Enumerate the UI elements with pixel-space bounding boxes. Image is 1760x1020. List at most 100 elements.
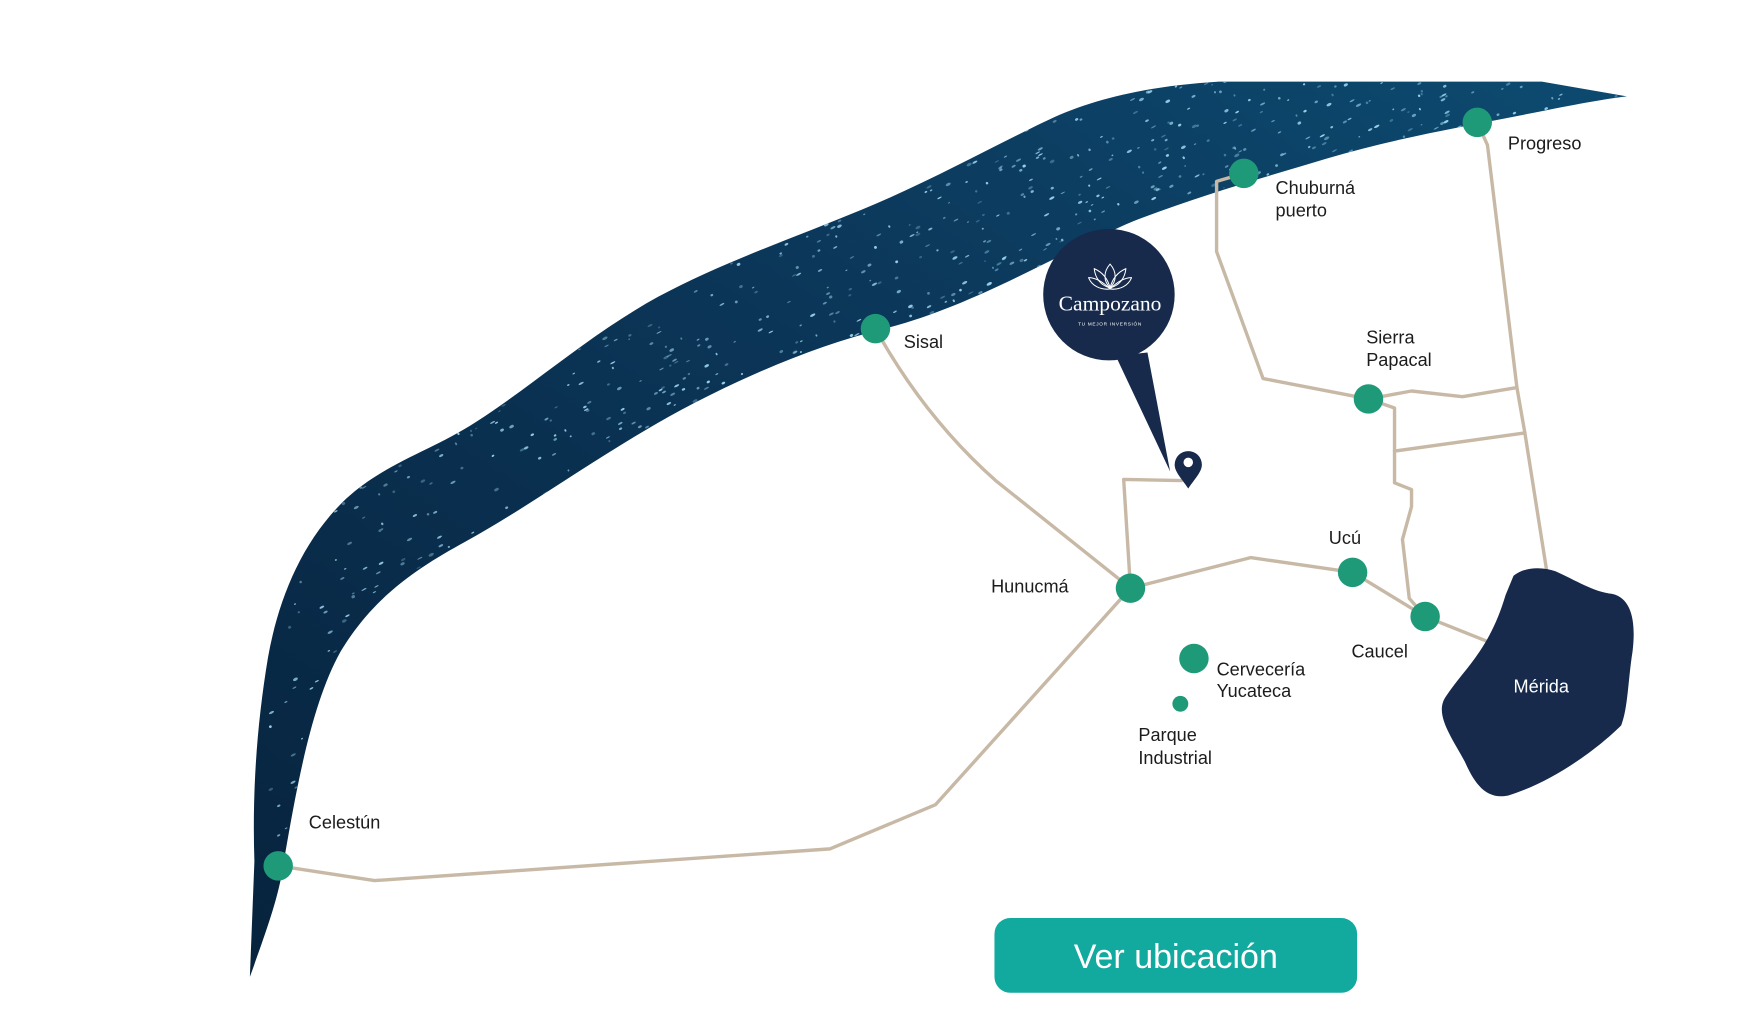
water-sparkle (1151, 196, 1157, 201)
water-sparkle (1045, 242, 1051, 247)
water-sparkle (925, 244, 931, 248)
water-sparkle (1330, 126, 1334, 129)
water-sparkle (656, 330, 662, 334)
water-sparkle (340, 577, 345, 580)
water-sparkle (268, 787, 274, 791)
water-sparkle (779, 252, 782, 255)
water-sparkle (1368, 100, 1371, 102)
water-sparkle (817, 269, 823, 272)
water-sparkle (1079, 175, 1083, 178)
road-sisal-hunucma (873, 326, 1133, 590)
water-sparkle (929, 189, 933, 192)
water-sparkle (926, 185, 932, 189)
brand-name: Campozano (1059, 292, 1162, 316)
water-sparkle (616, 386, 622, 391)
water-sparkle (736, 262, 741, 266)
water-sparkle (361, 485, 367, 489)
water-sparkle (426, 513, 430, 516)
water-sparkle (1420, 92, 1423, 96)
water-sparkle (680, 337, 683, 340)
water-sparkle (1557, 98, 1561, 100)
water-sparkle (498, 410, 501, 413)
water-sparkle (1368, 128, 1373, 132)
water-sparkle (849, 256, 855, 259)
water-sparkle (327, 630, 333, 634)
water-sparkle (919, 255, 923, 259)
water-sparkle (754, 290, 758, 294)
sea-texture (268, 81, 1618, 837)
water-sparkle (284, 700, 288, 704)
water-sparkle (490, 420, 495, 424)
sea-area (249, 81, 1627, 977)
water-sparkle (958, 261, 963, 265)
water-sparkle (1088, 168, 1093, 171)
water-sparkle (672, 358, 677, 362)
water-sparkle (793, 350, 798, 354)
water-sparkle (1238, 150, 1243, 153)
water-sparkle (1187, 191, 1192, 195)
water-sparkle (1544, 107, 1548, 110)
water-sparkle (553, 438, 557, 441)
water-sparkle (869, 279, 872, 282)
marker-caucel (1410, 601, 1440, 632)
water-sparkle (567, 469, 570, 472)
water-sparkle (572, 372, 576, 375)
water-sparkle (828, 312, 834, 316)
water-sparkle (434, 448, 440, 452)
water-sparkle (1374, 124, 1380, 129)
water-sparkle (1496, 113, 1500, 116)
water-sparkle (1191, 124, 1197, 129)
water-sparkle (696, 386, 700, 390)
water-sparkle (537, 456, 542, 460)
water-sparkle (787, 300, 791, 304)
water-sparkle (1238, 124, 1243, 127)
water-sparkle (604, 344, 609, 348)
water-sparkle (687, 372, 691, 376)
water-sparkle (1133, 200, 1139, 204)
water-sparkle (628, 338, 631, 341)
water-sparkle (849, 333, 854, 337)
water-sparkle (871, 282, 878, 286)
water-sparkle (1075, 213, 1078, 216)
water-sparkle (952, 256, 958, 260)
water-sparkle (1297, 121, 1302, 125)
map-pin-icon (1174, 451, 1202, 489)
water-sparkle (1355, 103, 1362, 107)
water-sparkle (908, 304, 913, 309)
water-sparkle (406, 537, 413, 542)
water-sparkle (992, 266, 994, 269)
label-ucu: Ucú (1329, 528, 1361, 548)
water-sparkle (269, 725, 272, 729)
water-sparkle (1219, 90, 1222, 94)
water-sparkle (999, 168, 1003, 172)
water-sparkle (1259, 110, 1264, 114)
water-sparkle (1224, 165, 1229, 168)
label-cerveceria-yucateca-line1: Cervecería (1217, 659, 1307, 679)
water-sparkle (1232, 118, 1237, 122)
water-sparkle (1003, 155, 1008, 158)
water-sparkle (893, 310, 897, 313)
water-sparkle (833, 246, 838, 249)
water-sparkle (623, 411, 627, 415)
water-sparkle (1380, 82, 1383, 84)
water-sparkle (300, 737, 304, 740)
water-sparkle (375, 571, 381, 575)
ver-ubicacion-button[interactable]: Ver ubicación (994, 918, 1358, 993)
water-sparkle (1158, 161, 1162, 164)
water-sparkle (1050, 186, 1054, 190)
water-sparkle (1263, 88, 1266, 91)
ver-ubicacion-button-bg[interactable] (994, 918, 1358, 993)
water-sparkle (894, 276, 899, 280)
water-sparkle (1069, 155, 1074, 159)
water-sparkle (950, 250, 955, 254)
water-sparkle (552, 453, 557, 456)
water-sparkle (323, 610, 328, 614)
water-sparkle (361, 587, 367, 591)
water-sparkle (659, 367, 664, 371)
water-sparkle (1164, 138, 1168, 142)
water-sparkle (297, 611, 300, 614)
water-sparkle (584, 408, 589, 412)
marker-cerveceria-yucateca (1179, 643, 1209, 674)
water-sparkle (833, 320, 836, 323)
water-sparkle (822, 301, 827, 305)
